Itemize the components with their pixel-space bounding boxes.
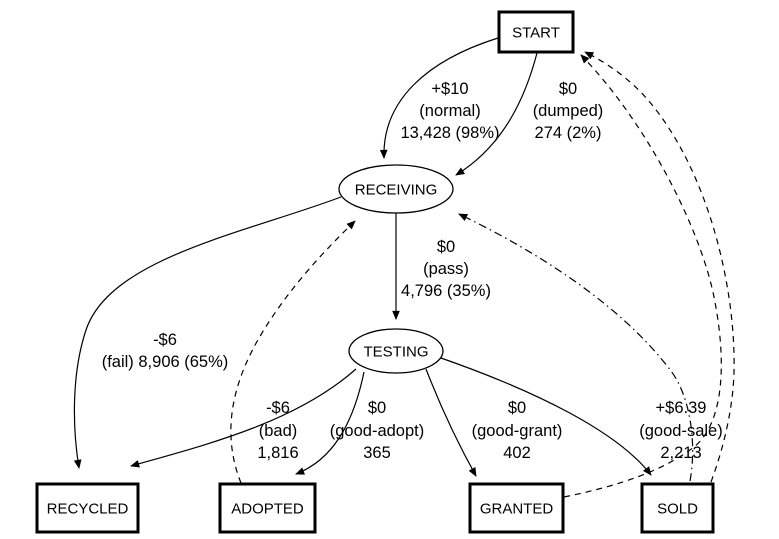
edge-start-receiving-normal — [379, 37, 499, 159]
node-label: START — [512, 25, 560, 42]
edge-label-normal: +$10 (normal) 13,428 (98%) — [400, 80, 499, 142]
node-granted: GRANTED — [468, 482, 565, 534]
edge-sold-receiving-return — [458, 213, 694, 482]
node-start: START — [497, 10, 575, 54]
start-box — [497, 10, 575, 54]
sold-box — [640, 482, 715, 534]
edge-label-line: +$6.39 — [656, 399, 707, 417]
granted-box — [468, 482, 565, 534]
adopted-box — [218, 482, 317, 534]
node-sold: SOLD — [640, 482, 715, 534]
node-label: GRANTED — [480, 501, 554, 518]
edge-label-line: -$6 — [153, 331, 177, 349]
node-label: SOLD — [657, 501, 698, 518]
edge-label-line: +$10 — [431, 80, 468, 98]
node-label: ADOPTED — [231, 501, 304, 518]
edge-label-good-sale: +$6.39 (good-sale) 2,213 — [639, 399, 722, 462]
node-recycled: RECYCLED — [35, 482, 140, 534]
edge-label-line: 365 — [363, 444, 391, 462]
edge-label-line: (good-grant) — [472, 422, 563, 440]
node-label: RECEIVING — [355, 182, 438, 199]
edge-label-line: (normal) — [419, 102, 480, 120]
edge-receiving-recycled-fail — [73, 196, 342, 469]
testing-ellipse — [348, 328, 444, 374]
edge-sold-start-return — [584, 51, 735, 483]
edge-testing-recycled-bad — [130, 368, 357, 468]
edge-label-line: (pass) — [423, 260, 469, 278]
edge-label-line: $0 — [508, 399, 526, 417]
edge-label-line: 13,428 (98%) — [400, 124, 499, 142]
edge-label-line: $0 — [368, 399, 386, 417]
node-label: TESTING — [363, 344, 428, 361]
edge-label-line: 4,796 (35%) — [401, 282, 491, 300]
edge-label-pass: $0 (pass) 4,796 (35%) — [401, 238, 491, 300]
edge-label-line: (fail) 8,906 (65%) — [102, 353, 229, 371]
edge-testing-adopted-good-adopt — [295, 371, 365, 475]
node-label: RECYCLED — [47, 501, 129, 518]
edge-testing-sold-good-sale — [440, 357, 652, 476]
node-adopted: ADOPTED — [218, 482, 317, 534]
node-testing: TESTING — [348, 328, 444, 374]
receiving-ellipse — [338, 164, 454, 214]
edge-label-line: 1,816 — [257, 444, 298, 462]
node-receiving: RECEIVING — [338, 164, 454, 214]
edge-label-line: 274 (2%) — [535, 124, 602, 142]
recycled-box — [35, 482, 140, 534]
edge-start-receiving-dumped — [455, 52, 538, 176]
edge-label-line: $0 — [559, 80, 577, 98]
edge-label-line: 2,213 — [660, 444, 701, 462]
edge-label-good-adopt: $0 (good-adopt) 365 — [330, 399, 424, 462]
edge-label-line: (good-adopt) — [330, 422, 424, 440]
edge-label-line: $0 — [437, 238, 455, 256]
edge-label-line: (bad) — [259, 422, 298, 440]
edge-label-line: 402 — [503, 444, 531, 462]
edge-label-bad: -$6 (bad) 1,816 — [257, 399, 298, 462]
edge-label-good-grant: $0 (good-grant) 402 — [472, 399, 563, 462]
edge-label-dumped: $0 (dumped) 274 (2%) — [533, 80, 604, 142]
edge-label-line: (dumped) — [533, 102, 604, 120]
edge-label-line: -$6 — [266, 399, 290, 417]
edge-granted-start-return — [563, 54, 722, 498]
edge-testing-granted-good-grant — [425, 368, 477, 477]
edge-label-fail: -$6 (fail) 8,906 (65%) — [102, 331, 229, 371]
edge-label-line: (good-sale) — [639, 422, 722, 440]
